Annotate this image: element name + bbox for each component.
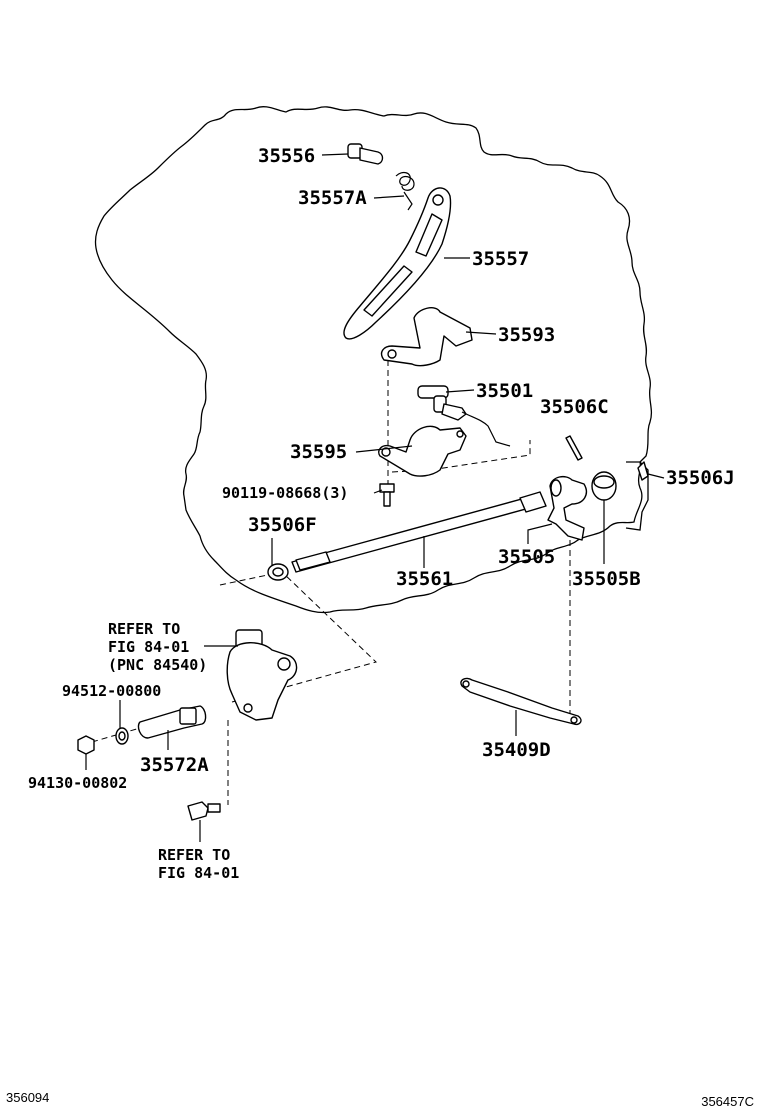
leader-35557A [373, 195, 405, 199]
leader-35595 [355, 445, 413, 453]
neutral-switch-part [226, 629, 298, 721]
drawing-id: 356457C [701, 1094, 754, 1109]
pin-35556-part [347, 143, 384, 165]
lever-35557-part [343, 187, 452, 340]
refer-lower-line1: REFER TO [158, 846, 230, 864]
label-35506C: 35506C [540, 396, 609, 418]
bolt-refer-part [187, 801, 221, 821]
case-extension-outline [625, 461, 649, 531]
bracket-35595-part [378, 425, 467, 477]
label-35506F: 35506F [248, 514, 317, 536]
label-35593: 35593 [498, 324, 555, 346]
label-94512-00800: 94512-00800 [62, 682, 161, 700]
dash-box-switch [219, 571, 377, 703]
nut-94130-part [77, 735, 95, 755]
leader-35593 [465, 331, 497, 335]
label-35409D: 35409D [482, 739, 551, 761]
refer-upper-line3: (PNC 84540) [108, 656, 207, 674]
refer-upper-line2: FIG 84-01 [108, 638, 189, 656]
bolt-90119-part [379, 483, 395, 507]
refer-lower-line2: FIG 84-01 [158, 864, 239, 882]
label-90119-08668: 90119-08668(3) [222, 484, 348, 502]
shaft-35561-part [291, 491, 547, 573]
clip-35506J-part [637, 461, 649, 481]
label-35505: 35505 [498, 546, 555, 568]
label-35572A: 35572A [140, 754, 209, 776]
leader-35556 [321, 153, 349, 156]
bracket-35593-part [380, 307, 473, 367]
label-35561: 35561 [396, 568, 453, 590]
label-94130-00802: 94130-00802 [28, 774, 127, 792]
label-35505B: 35505B [572, 568, 641, 590]
label-35557: 35557 [472, 248, 529, 270]
rod-35501-part [417, 385, 511, 447]
label-35556: 35556 [258, 145, 315, 167]
lever-35572A-part [137, 705, 207, 739]
label-35501: 35501 [476, 380, 533, 402]
label-35595: 35595 [290, 441, 347, 463]
washer-94512-part [115, 727, 129, 745]
link-35409D-part [460, 677, 582, 726]
figure-id: 356094 [6, 1090, 49, 1105]
transmission-case-outline [94, 106, 653, 614]
spring-35557A-part [395, 171, 415, 211]
leader-90119 [373, 489, 383, 494]
leader-35505 [527, 523, 553, 544]
seal-35506F-part [267, 563, 289, 581]
lever-35505-part [547, 475, 588, 541]
label-35557A: 35557A [298, 187, 367, 209]
bushing-35505B-part [591, 471, 617, 501]
leader-35506J [647, 473, 665, 479]
label-35506J: 35506J [666, 467, 735, 489]
leader-35501 [445, 389, 475, 393]
refer-upper-line1: REFER TO [108, 620, 180, 638]
pin-35506C-part [565, 435, 583, 461]
